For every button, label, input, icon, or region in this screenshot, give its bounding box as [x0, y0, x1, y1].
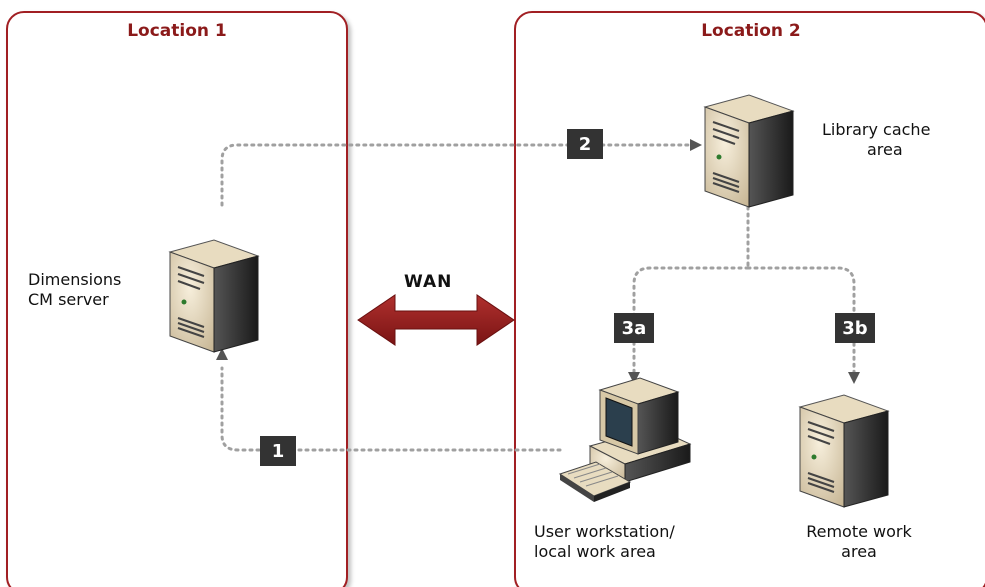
server-icon [703, 94, 795, 208]
step-1-arrowhead [216, 348, 228, 360]
user-workstation-label-line1: User workstation/ [534, 522, 675, 541]
user-workstation-label-line2: local work area [534, 542, 656, 561]
step-badge-3a: 3a [614, 313, 654, 343]
library-cache-label-line2: area [867, 140, 903, 159]
wan-label: WAN [404, 272, 453, 292]
server-icon [798, 394, 890, 508]
step-badge-3b: 3b [835, 313, 875, 343]
step-3a-path [632, 266, 750, 374]
user-workstation-label: User workstation/ local work area [534, 522, 724, 562]
server-icon [168, 239, 260, 353]
library-cache-label: Library cache area [822, 120, 972, 160]
step-3b-arrowhead [848, 372, 860, 384]
dimensions-server-label-line1: Dimensions [28, 270, 122, 289]
step-1-path [220, 366, 562, 452]
location-2-title: Location 2 [701, 21, 801, 41]
step-3a-arrowhead [628, 372, 640, 384]
step-3b-path [746, 266, 856, 374]
step-2-arrowhead [690, 139, 702, 151]
step-badge-1: 1 [260, 436, 296, 466]
step-badge-2: 2 [567, 129, 603, 159]
remote-work-area-label-line1: Remote work [806, 522, 912, 541]
dimensions-server-label: Dimensions CM server [28, 270, 168, 310]
remote-work-area-label: Remote work area [779, 522, 939, 562]
step-2-path [220, 143, 692, 207]
location-1-title: Location 1 [127, 21, 227, 41]
workstation-icon [558, 377, 692, 502]
remote-work-area-label-line2: area [841, 542, 877, 561]
dimensions-server-label-line2: CM server [28, 290, 109, 309]
library-cache-label-line1: Library cache [822, 120, 931, 139]
double-arrow-icon [357, 294, 515, 346]
